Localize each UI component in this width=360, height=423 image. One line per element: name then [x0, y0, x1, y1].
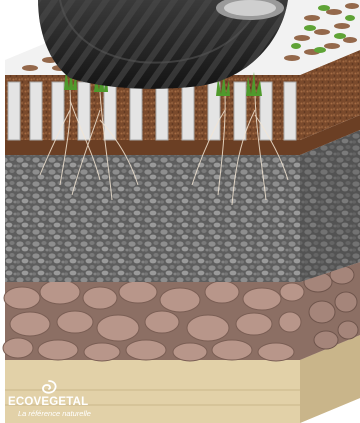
leaf-swirl-icon — [39, 380, 59, 396]
brand-tagline: La référence naturelle — [18, 409, 128, 418]
brand-name: ECOVEGETAL — [8, 396, 128, 408]
brand-logo: ECOVEGETAL La référence naturelle — [8, 380, 128, 418]
